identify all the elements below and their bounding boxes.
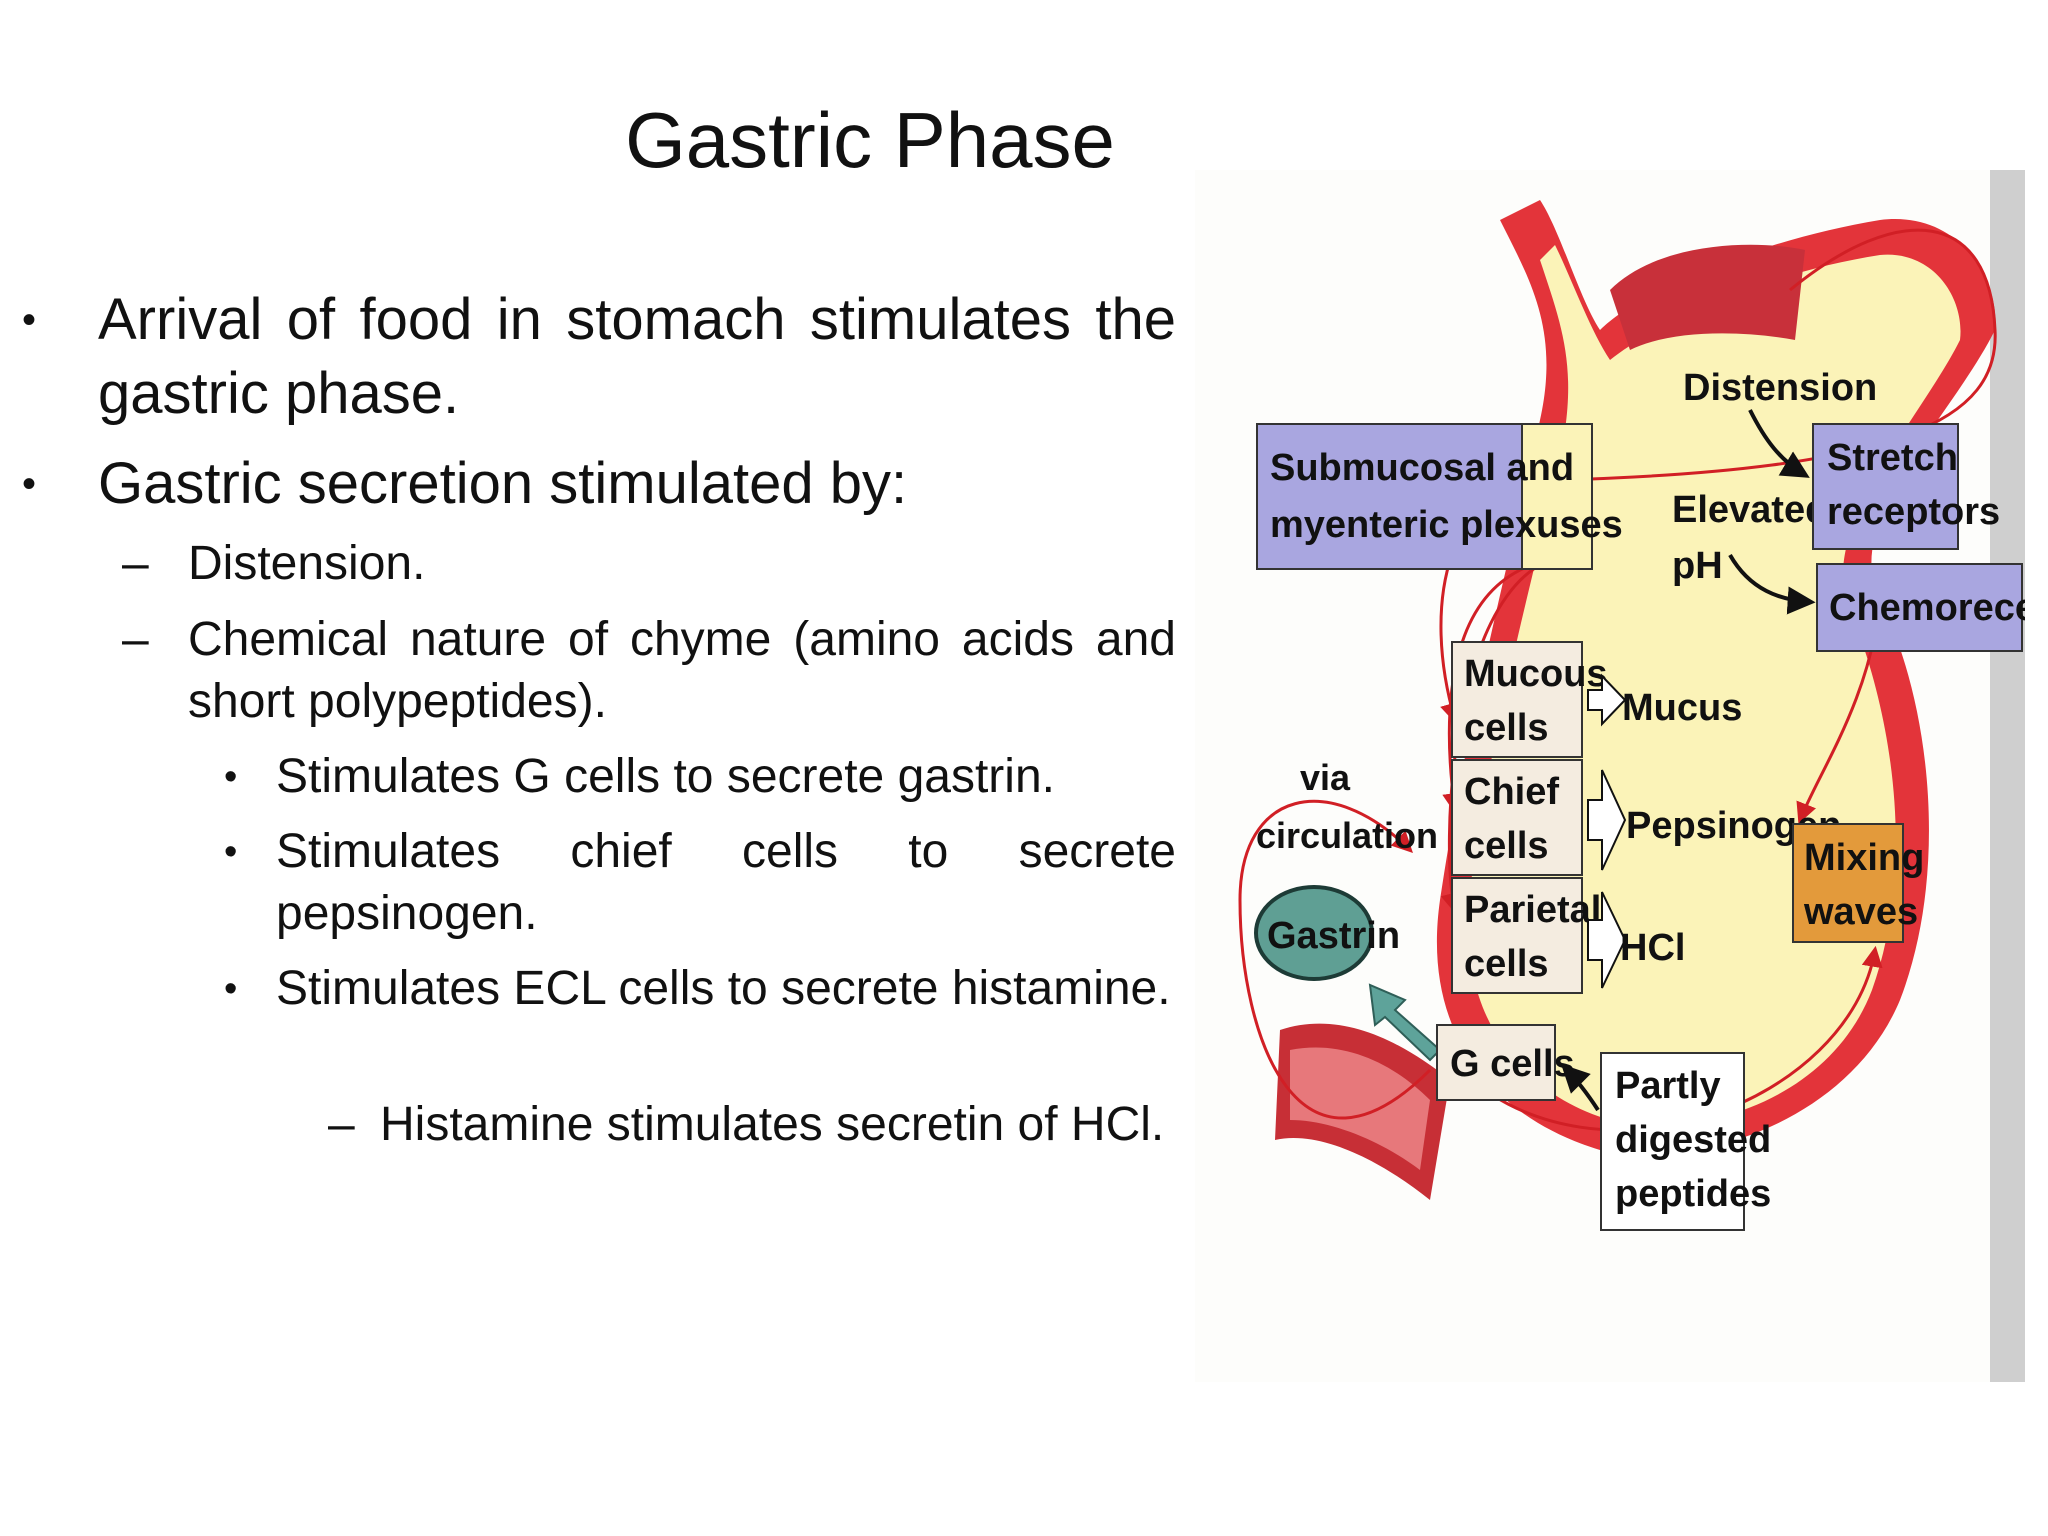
gastrin-label: Gastrin [1267,915,1400,957]
sub-item: – Chemical nature of chyme (amino acids … [122,609,1176,733]
bullet-marker: • [224,831,238,873]
ph-label: pH [1672,545,1723,587]
sub-sub-item: • Stimulates G cells to secrete gastrin. [224,746,1176,808]
bullet-text: Arrival of food in stomach stimulates th… [98,287,1176,426]
parietal-label-line1: Parietal [1464,889,1601,931]
bullet-text: Gastric secretion stimulated by: [98,451,908,516]
gastrin-oval [1254,885,1374,981]
chief-cells-box [1451,759,1583,876]
sub-item-text: Chemical nature of chyme (amino acids an… [188,613,1176,728]
distension-label: Distension [1683,367,1877,409]
elevated-label: Elevated [1672,489,1828,531]
mucous-label-line2: cells [1464,707,1549,749]
stretch-label-line2: receptors [1827,491,2000,533]
bullet-item: • Arrival of food in stomach stimulates … [22,283,1176,431]
deep-item: – Histamine stimulates secretin of HCl. [328,1094,1176,1156]
circulation-label: circulation [1256,815,1438,856]
deep-item-text: Histamine stimulates secretin of HCl. [380,1098,1165,1151]
via-label: via [1300,757,1351,798]
stretch-receptors-box [1812,423,1959,550]
mixing-label-line2: waves [1803,891,1918,933]
dash-marker: – [122,613,149,666]
ph-arrow [1728,554,1816,615]
gastric-phase-diagram: Distension Elevated pH Submucosal and my… [1195,170,2025,1382]
sub-item-text: Distension. [188,537,426,590]
chemoreceptors-box [1816,563,2023,652]
mucus-label: Mucus [1622,687,1742,729]
distension-arrow [1748,409,1810,478]
plexus-label-line2: myenteric plexuses [1270,504,1623,546]
peptides-label-line2: digested [1615,1119,1771,1161]
g-cells-box [1436,1024,1556,1101]
parietal-cells-box [1451,877,1583,994]
sub-item: – Distension. [122,533,1176,595]
sub-sub-item-text: Stimulates G cells to secrete gastrin. [276,750,1055,803]
hcl-arrow [1587,891,1627,989]
sub-sub-item: • Stimulates ECL cells to secrete histam… [224,958,1176,1020]
peptides-label-line3: peptides [1615,1173,1771,1215]
mucous-cells-box [1451,641,1583,758]
sub-sub-item: • Stimulates chief cells to secrete peps… [224,821,1176,945]
bullet-marker: • [224,968,238,1010]
mucus-arrow [1587,673,1627,727]
duodenum-inner [1290,1047,1430,1170]
page-edge [1990,170,2025,1382]
bullet-item: • Gastric secretion stimulated by: [22,447,1176,521]
pepsinogen-arrow [1587,769,1627,871]
bullet-marker: • [22,462,37,506]
bullet-marker: • [224,756,238,798]
dash-marker: – [328,1098,355,1151]
sub-sub-item-text: Stimulates chief cells to secrete pepsin… [276,825,1176,940]
mucous-label-line1: Mucous [1464,653,1608,695]
plexus-label-line1: Submucosal and [1270,447,1574,489]
dash-marker: – [122,537,149,590]
hcl-label: HCl [1620,927,1685,969]
peptides-box [1600,1052,1745,1231]
peptides-arrow [1561,1064,1600,1112]
gastrin-release-arrow [1368,983,1442,1062]
plexus-box [1256,423,1528,570]
mixing-waves-box [1792,823,1904,943]
plexus-box-extension [1521,423,1593,570]
sub-sub-item-text: Stimulates ECL cells to secrete histamin… [276,962,1171,1015]
parietal-label-line2: cells [1464,943,1549,985]
esophagus [1610,244,1805,350]
mixing-label-line1: Mixing [1804,837,1924,879]
chief-label-line2: cells [1464,825,1549,867]
chief-label-line1: Chief [1464,771,1559,813]
bullet-marker: • [22,298,37,342]
slide-title: Gastric Phase [625,96,1115,184]
g-cells-label: G cells [1450,1043,1575,1085]
chemoreceptors-label: Chemoreceptors [1829,587,2025,629]
stretch-label-line1: Stretch [1827,437,1958,479]
peptides-label-line1: Partly [1615,1065,1721,1107]
